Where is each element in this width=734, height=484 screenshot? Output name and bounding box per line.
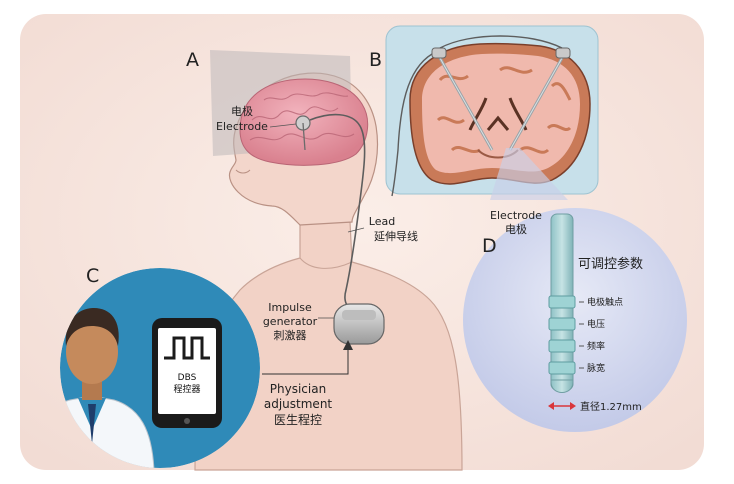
param-item-frequency: 频率 (587, 340, 605, 352)
dbs-programmer-phone: DBS 程控器 (152, 318, 222, 428)
zoom-connector (490, 148, 568, 200)
generator-label-cn: 刺激器 (274, 328, 307, 342)
phone-label-line2: 程控器 (173, 383, 200, 395)
diameter-arrow-icon (548, 402, 576, 410)
phone-label-line1: DBS (178, 373, 197, 383)
electrode-burr-hole (295, 115, 311, 151)
param-item-pulse-width: 脉宽 (587, 362, 605, 374)
params-title: 可调控参数 (578, 256, 643, 272)
electrode-label-en: Electrode (216, 120, 268, 133)
panel-d-electrode-detail (463, 208, 687, 432)
contact-4 (548, 361, 576, 375)
electrode-label-cn: 电极 (231, 104, 253, 118)
electrode2-label-cn: 电极 (505, 222, 527, 236)
panel-letter-b: B (369, 49, 382, 71)
physician-label-line2: adjustment (264, 397, 333, 411)
panel-letter-a: A (186, 49, 199, 71)
physician-label-line1: Physician (270, 382, 326, 396)
electrode-pointer (269, 123, 297, 128)
param-item-voltage: 电压 (587, 318, 605, 330)
lead-cable (309, 113, 366, 308)
impulse-generator (333, 303, 385, 345)
lead-label-cn: 延伸导线 (374, 229, 418, 243)
contact-2 (548, 317, 576, 331)
doctor-avatar (60, 308, 155, 468)
pulse-wave-icon (164, 336, 210, 360)
generator-label-line1: Impulse (268, 301, 312, 314)
param-item-contact: 电极触点 (587, 296, 623, 308)
physician-label-cn: 医生程控 (274, 412, 322, 427)
adjustment-arrow (262, 340, 353, 375)
lead-label-en: Lead (369, 215, 395, 228)
params-diameter: 直径1.27mm (580, 400, 642, 413)
electrode2-label-en: Electrode (490, 209, 542, 222)
contact-3 (548, 339, 576, 353)
panel-b-brain-slice (385, 25, 599, 197)
panel-letter-c: C (86, 265, 99, 287)
lead-pointer (347, 227, 365, 233)
panel-letter-d: D (482, 235, 497, 257)
contact-1 (548, 295, 576, 309)
generator-label-line2: generator (263, 315, 318, 328)
